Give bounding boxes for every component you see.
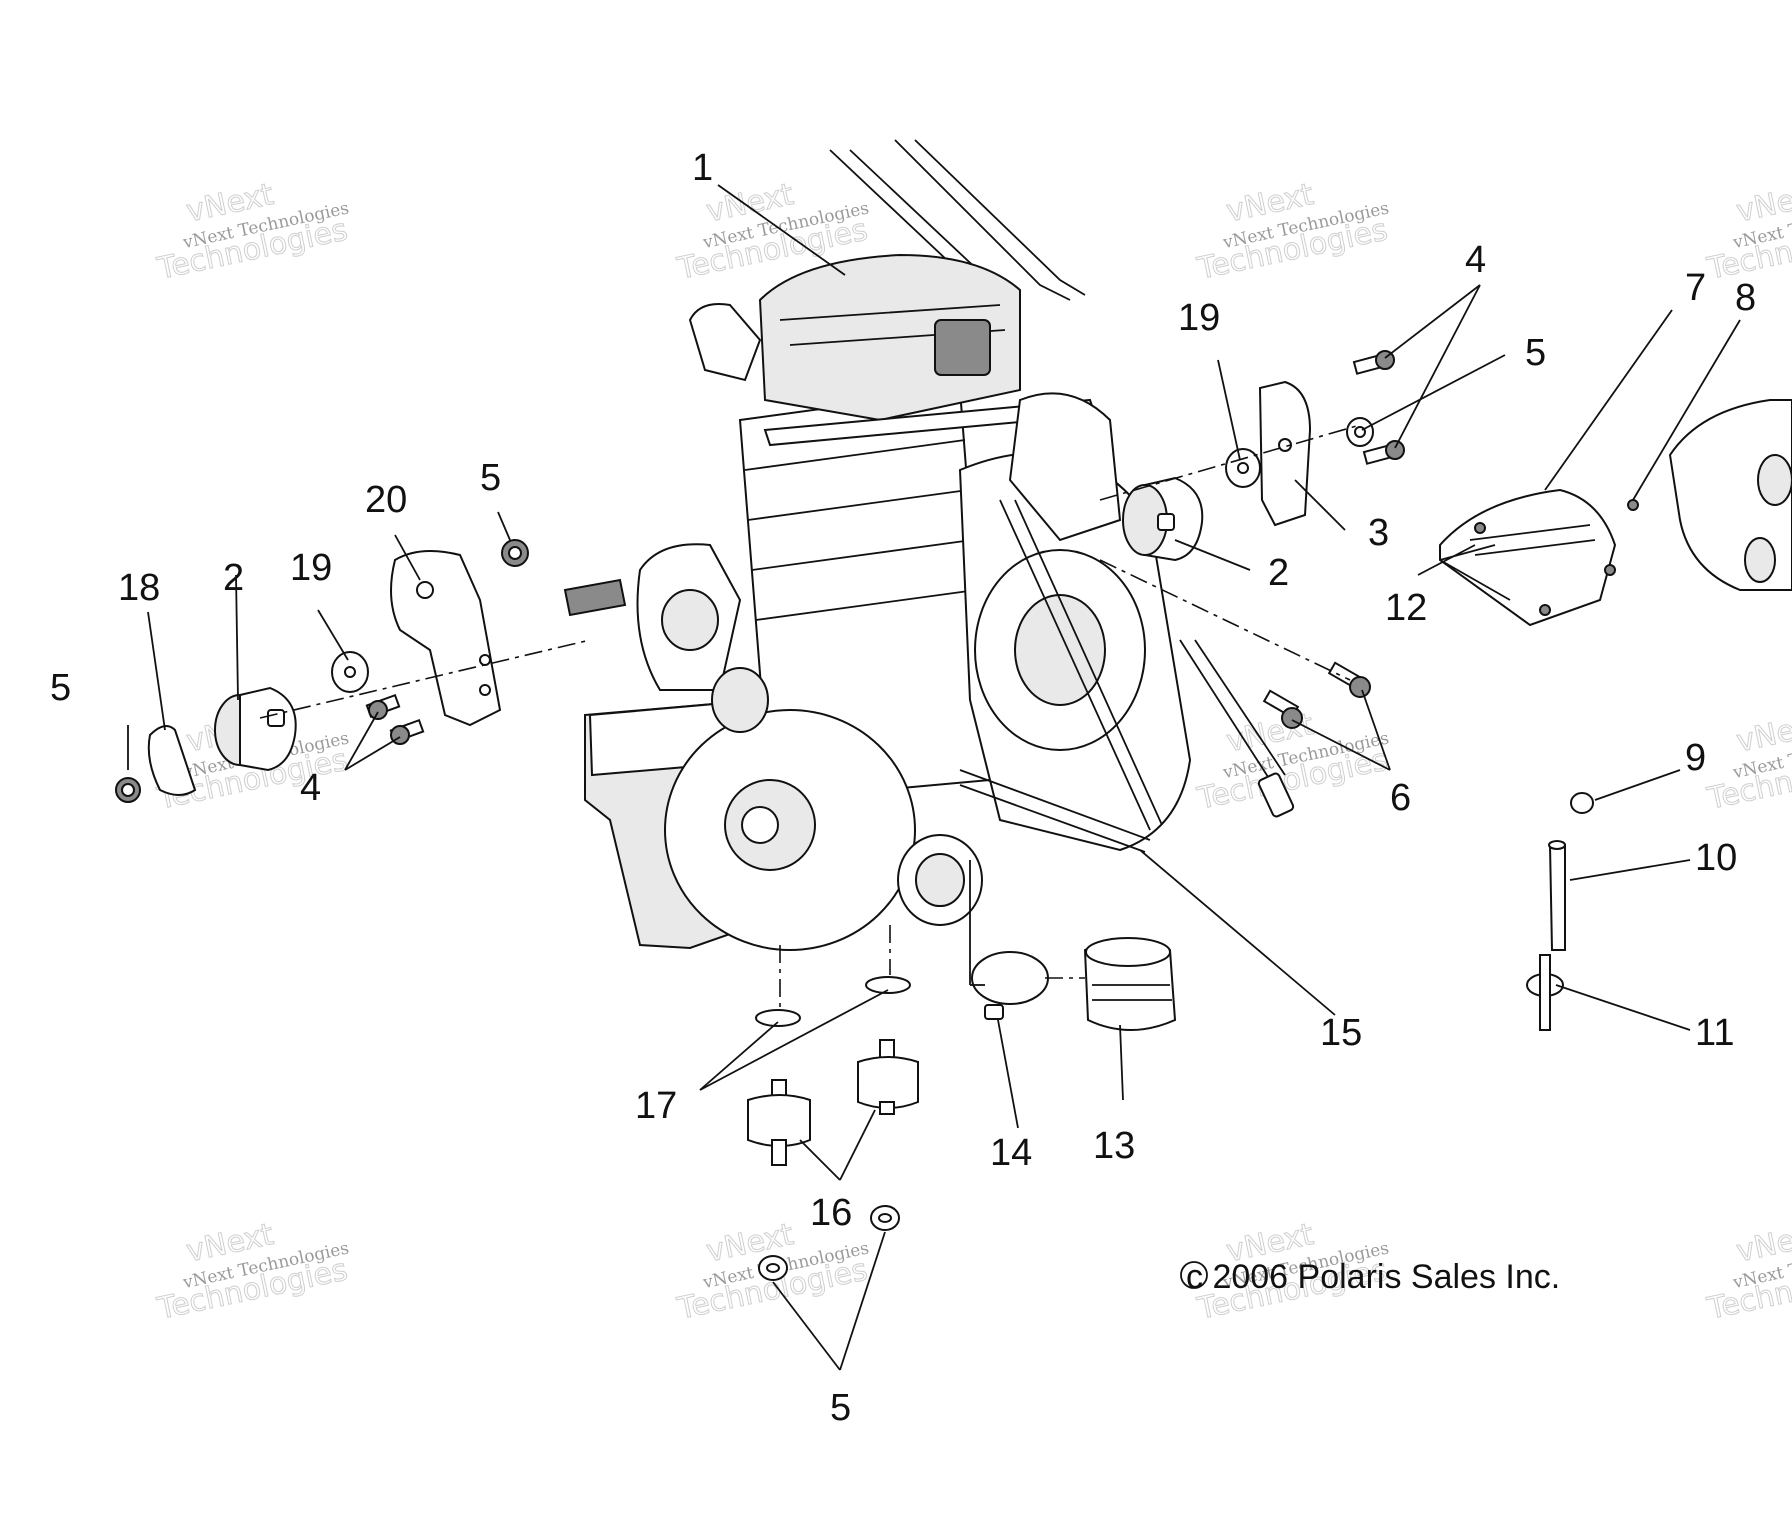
nut-5-left: [115, 777, 141, 803]
intake-boot-13: [1083, 937, 1177, 1031]
pin-10-top: [1548, 840, 1566, 850]
callout-2: 2: [223, 557, 244, 599]
watermark: vNext Technologies vNext Technologies: [153, 1217, 351, 1328]
bracket-hole: [479, 684, 491, 696]
nut-5-bottom-left: [758, 1255, 788, 1281]
left-mount-axis: [259, 639, 591, 719]
callout-16: 16: [810, 1192, 852, 1234]
callout-5: 5: [1525, 332, 1546, 374]
callout-2: 2: [1268, 552, 1289, 594]
mount-cushion-16-left: [747, 1079, 811, 1166]
nut-5-bracket: [501, 539, 529, 567]
watermark: vNext Technologies vNext Technologies: [153, 177, 351, 288]
pin-10: [1548, 844, 1566, 951]
callout-labels: 1 5 18 2 19 20 5 4 19 4 5 3 2 12 7 8 6 9…: [50, 147, 1756, 1429]
leader-lines: [127, 184, 1741, 1371]
callout-17: 17: [635, 1085, 677, 1127]
cap-9: [1570, 792, 1594, 814]
cylinder-fins: [744, 439, 977, 621]
far-right-group: [1439, 399, 1792, 1031]
callout-15: 15: [1320, 1012, 1362, 1054]
callout-6: 6: [1390, 777, 1411, 819]
callout-5: 5: [830, 1387, 851, 1429]
left-sensor-plug: [563, 578, 627, 617]
watermark: vNext Technologies vNext Technologies: [1703, 1217, 1792, 1328]
callout-10: 10: [1695, 837, 1737, 879]
washer-19-right: [1225, 448, 1261, 488]
callout-20: 20: [365, 479, 407, 521]
mount-cushion-16-right: [857, 1039, 919, 1115]
right-mount-group: [1099, 350, 1405, 729]
watermark: vNext Technologies vNext Technologies: [1703, 177, 1792, 288]
housing-port: [1757, 454, 1792, 506]
right-mount-axis: [1099, 424, 1361, 501]
callout-4: 4: [1465, 239, 1486, 281]
callout-4: 4: [300, 767, 321, 809]
cover-screw: [1474, 522, 1486, 534]
cover-7: [1439, 488, 1617, 627]
bracket-hole: [416, 581, 434, 599]
callout-1: 1: [692, 147, 713, 189]
callout-8: 8: [1735, 277, 1756, 319]
engine-tie-rod: [959, 769, 1151, 853]
nut-5-right: [1346, 417, 1374, 447]
clamp-14: [971, 951, 1049, 1020]
cover-screw: [1539, 604, 1551, 616]
oil-filter-port: [661, 589, 719, 651]
bolt-6-axis: [1099, 559, 1351, 681]
intake-port: [688, 303, 762, 382]
callout-5: 5: [50, 667, 71, 709]
callout-3: 3: [1368, 512, 1389, 554]
callout-19: 19: [290, 547, 332, 589]
watermark: vNext Technologies vNext Technologies: [1703, 707, 1792, 818]
callout-12: 12: [1385, 587, 1427, 629]
nut-5-bottom-right: [870, 1205, 900, 1231]
mount-bracket-20: [390, 550, 502, 727]
cover-screw: [1604, 564, 1616, 576]
washer-17-right: [865, 976, 911, 994]
callout-7: 7: [1685, 267, 1706, 309]
callout-19: 19: [1178, 297, 1220, 339]
left-mount-group: [115, 539, 591, 803]
cover-edge: [1439, 544, 1511, 601]
copyright-circle-icon: [1180, 1261, 1208, 1289]
callout-11: 11: [1695, 1012, 1734, 1054]
bracket-hole: [1278, 438, 1292, 452]
lower-group: [747, 925, 1177, 1281]
upper-tie-rod: [999, 499, 1163, 831]
top-cable: [894, 139, 1086, 301]
sensor-connector: [934, 319, 991, 376]
housing-port: [1744, 537, 1776, 583]
mount-cushion-2-left: [214, 686, 297, 772]
throttle-body: [1008, 392, 1122, 542]
callout-5: 5: [480, 457, 501, 499]
engine-assembly: [563, 139, 1295, 951]
shift-cable: [1179, 639, 1286, 781]
callout-18: 18: [118, 567, 160, 609]
washer-19-left: [331, 651, 369, 693]
callout-9: 9: [1685, 737, 1706, 779]
water-pump-port: [711, 667, 769, 733]
screw-8: [1627, 499, 1639, 511]
bolt-4-right: [1352, 350, 1405, 465]
watermark: vNext Technologies vNext Technologies: [1193, 177, 1391, 288]
bolt-4-left: [365, 693, 425, 745]
callout-14: 14: [990, 1132, 1032, 1174]
washer-17-left: [755, 1009, 801, 1027]
clutch-hub: [1014, 594, 1106, 706]
mount-bracket-3: [1258, 380, 1312, 527]
callout-13: 13: [1093, 1125, 1135, 1167]
coolant-outlet-bore: [915, 853, 965, 907]
mount-cushion-2-right: [1122, 476, 1204, 562]
cover-ribs: [1469, 524, 1596, 556]
grommet-11-stem: [1539, 954, 1551, 1031]
copyright-text: c 2006 Polaris Sales Inc.: [1186, 1258, 1560, 1296]
copyright-block: c 2006 Polaris Sales Inc.: [1180, 1258, 1560, 1296]
shift-cable-end: [1257, 772, 1295, 818]
crankshaft-end: [741, 806, 779, 844]
bracket-hole: [479, 654, 491, 666]
